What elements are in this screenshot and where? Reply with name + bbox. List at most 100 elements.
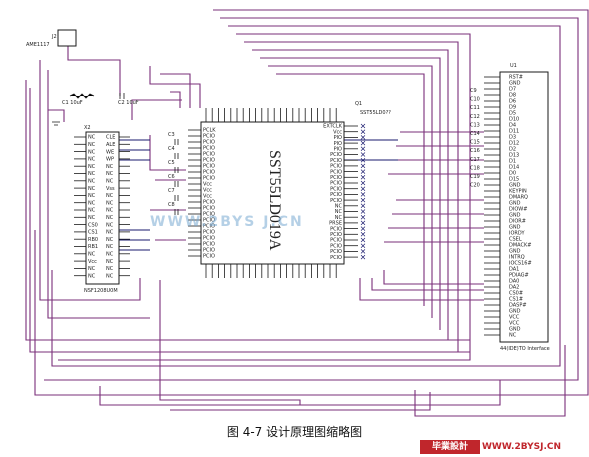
no-connect-mark bbox=[360, 192, 366, 197]
chip-pin-label: PCIO bbox=[203, 164, 215, 170]
connector-x2-body bbox=[85, 131, 120, 285]
watermark-text: WWW.2BYS J.CN bbox=[150, 214, 304, 230]
interface-pin-label: D4 bbox=[509, 123, 516, 129]
capacitor-label: C11 bbox=[470, 105, 480, 111]
wire-trace bbox=[58, 33, 471, 361]
capacitor-label: C16 bbox=[470, 148, 480, 154]
interface-pin-label: GND bbox=[509, 201, 521, 207]
capacitor-label: C4 bbox=[168, 146, 175, 152]
capacitor-symbol bbox=[174, 167, 179, 173]
no-connect-mark bbox=[360, 175, 366, 180]
chip-pin-label: PCIO bbox=[330, 169, 342, 175]
interface-pin-label: VCC bbox=[509, 321, 520, 327]
capacitor-symbol bbox=[174, 195, 179, 201]
chip-pin-label: PCIO bbox=[203, 248, 215, 254]
chip-pin-label: PCIO bbox=[203, 212, 215, 218]
connector-x2-pin-label: NC bbox=[88, 273, 96, 279]
chip-pin-label: PCIO bbox=[330, 226, 342, 232]
interface-pin-label: D6 bbox=[509, 99, 516, 105]
connector-x2-pin-label: NC bbox=[106, 193, 114, 199]
interface-pin-label: CSEL bbox=[509, 237, 522, 243]
chip-pin-label: PCIO bbox=[203, 218, 215, 224]
wire-trace bbox=[48, 109, 65, 122]
connector-x2-pin-label: NC bbox=[106, 237, 114, 243]
connector-x2-pin-label: Vss bbox=[106, 186, 115, 192]
wire-trace bbox=[244, 41, 459, 352]
chip-pin-label: PCIO bbox=[330, 181, 342, 187]
connector-x2-pin-label: NC bbox=[106, 208, 114, 214]
wire-trace bbox=[131, 99, 182, 120]
capacitor-label: C19 bbox=[470, 174, 480, 180]
wire-trace bbox=[34, 9, 589, 396]
capacitor-label: C18 bbox=[470, 165, 480, 171]
interface-pin-label: CS1# bbox=[509, 297, 523, 303]
chip-pin-label: PCIO bbox=[330, 249, 342, 255]
chip-pin-label: PCIO bbox=[203, 206, 215, 212]
interface-pin-label: D2 bbox=[509, 147, 516, 153]
no-connect-mark bbox=[360, 249, 366, 254]
connector-x2-pin-label: NC bbox=[106, 273, 114, 279]
no-connect-mark bbox=[360, 214, 366, 220]
interface-pin-label: GND bbox=[509, 81, 521, 87]
chip-pin-label: PCLK bbox=[203, 128, 216, 134]
no-connect-mark bbox=[360, 152, 366, 157]
capacitor-symbol bbox=[119, 93, 125, 99]
wire-trace bbox=[371, 278, 484, 291]
chip-pins: PCLKPCIOPCIOPCIOPCIOPCIOPCIOPCIOPCIOVccV… bbox=[188, 108, 366, 278]
wire-trace bbox=[99, 380, 501, 406]
connector-x2-pin-label: NC bbox=[88, 179, 96, 185]
interface-pin-label: GND bbox=[509, 249, 521, 255]
connector-x2-pin-label: NC bbox=[88, 186, 96, 192]
connector-x2-part: NSF1208U0M bbox=[84, 288, 118, 294]
interface-pin-label: DIOR# bbox=[509, 219, 526, 225]
interface-part: 44(IDE)TO Interface bbox=[500, 346, 550, 352]
connector-x2-pin-label: NC bbox=[88, 215, 96, 221]
no-connect-mark bbox=[360, 163, 366, 169]
interface-pin-label: DMARQ bbox=[509, 195, 528, 201]
no-connect-mark bbox=[360, 243, 366, 248]
chip-pin-label: PIO bbox=[334, 147, 342, 153]
chip-pin-label: PCIO bbox=[203, 242, 215, 248]
chip-pin-label: NC bbox=[335, 204, 343, 210]
interface-pin-label: DA1 bbox=[509, 267, 519, 273]
connector-x2-pin-label: NC bbox=[106, 259, 114, 265]
capacitor-label: C10 bbox=[470, 97, 480, 103]
interface-pin-label: D7 bbox=[509, 87, 516, 93]
chip-body bbox=[200, 121, 345, 265]
connector-x2-pin-label: NC bbox=[106, 230, 114, 236]
chip-pin-label: PCIO bbox=[330, 243, 342, 249]
interface-pin-label: DA0 bbox=[509, 279, 519, 285]
capacitor-label: C8 bbox=[168, 202, 175, 208]
connector-x2-pin-label: NC bbox=[88, 149, 96, 155]
interface-pin-label: D0 bbox=[509, 171, 516, 177]
connector-x2-pin-label: Vcc bbox=[88, 259, 97, 265]
wire-trace bbox=[67, 46, 121, 96]
interface-pin-label: D14 bbox=[509, 165, 519, 171]
interface-pin-label: GND bbox=[509, 183, 521, 189]
wire-trace bbox=[276, 73, 425, 306]
wire-trace bbox=[160, 73, 191, 108]
wire-trace bbox=[51, 25, 561, 367]
chip-pin-label: PCIO bbox=[330, 152, 342, 158]
interface-pin-label: DASP# bbox=[509, 303, 527, 309]
chip-pin-label: PCIO bbox=[330, 158, 342, 164]
interface-pin-label: GND bbox=[509, 225, 521, 231]
chip-pin-label: PCIO bbox=[203, 170, 215, 176]
chip-pin-label: PCIO bbox=[203, 236, 215, 242]
connector-x2-pin-label: RB1 bbox=[88, 244, 98, 250]
interface-ref: U1 bbox=[510, 63, 517, 69]
chip-pin-label: PCIO bbox=[203, 230, 215, 236]
connector-x2-pin-label: NC bbox=[88, 171, 96, 177]
wire-trace bbox=[47, 70, 150, 319]
interface-pin-label: NC bbox=[509, 333, 517, 339]
interface-pin-label: D12 bbox=[509, 141, 519, 147]
chip-label: SST55LD019A bbox=[266, 150, 283, 251]
chip-pin-label: NC bbox=[335, 215, 343, 221]
interface-pin-label: D1 bbox=[509, 159, 516, 165]
wire-trace bbox=[25, 80, 470, 341]
capacitor-label: C14 bbox=[470, 131, 480, 137]
capacitor-label: C3 bbox=[168, 132, 175, 138]
